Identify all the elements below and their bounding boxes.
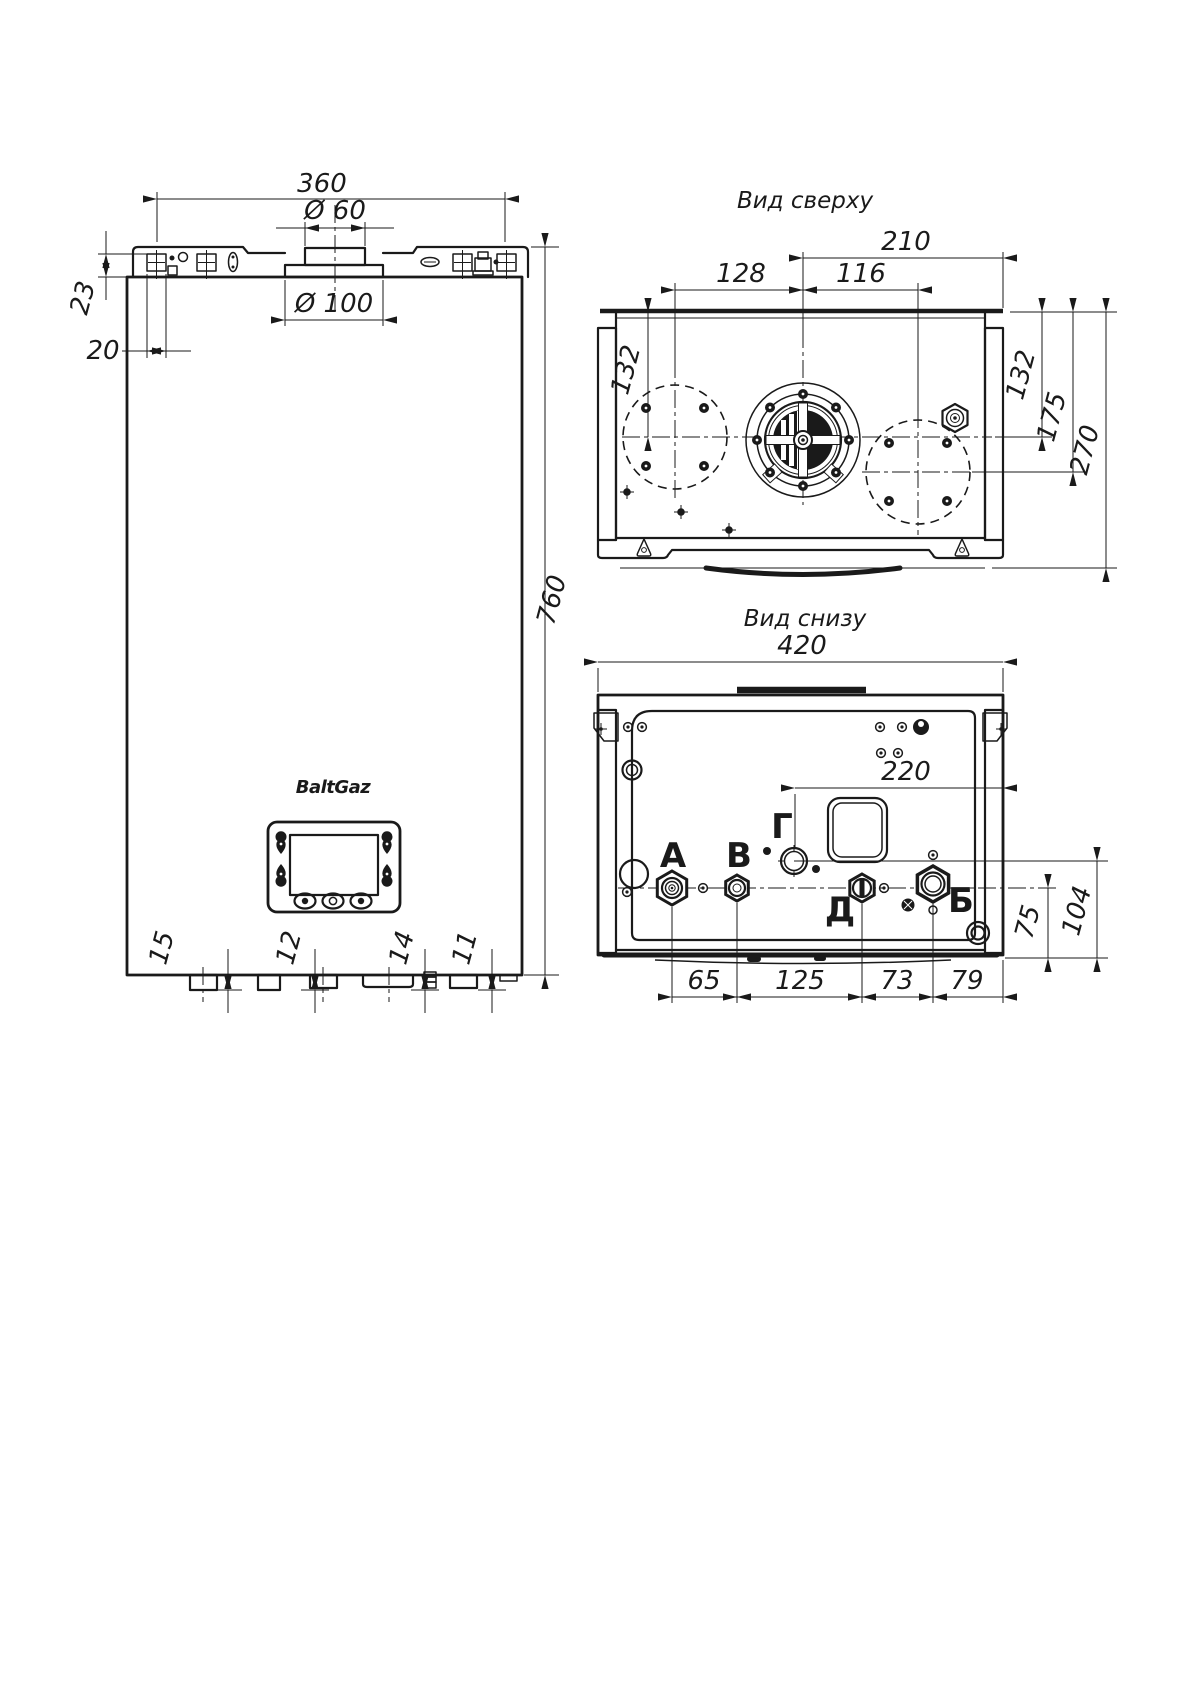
top-valve: [474, 257, 492, 272]
temp-down-button-right[interactable]: [381, 831, 393, 854]
bottom-view-title: Вид снизу: [744, 606, 867, 632]
svg-text:Ø 100: Ø 100: [294, 289, 373, 319]
flue-flange: [745, 382, 861, 498]
right-rail-bottom: [983, 708, 1005, 955]
left-corner-bracket: [593, 712, 619, 742]
condensate-outlet: [965, 920, 991, 946]
dim-pipe-protrusions: 15 12 14 11: [144, 928, 506, 1013]
dim-210: 210: [789, 227, 1017, 330]
dim-116: 116: [789, 259, 932, 294]
dim-flue-outer: Ø 100: [271, 280, 397, 326]
svg-text:220: 220: [881, 757, 931, 787]
svg-text:125: 125: [775, 966, 825, 996]
svg-text:360: 360: [297, 169, 347, 199]
dim-104: 104: [1056, 847, 1101, 972]
svg-text:210: 210: [881, 227, 931, 257]
right-rail: [983, 326, 1005, 542]
bottom-view-body: [593, 686, 1008, 965]
svg-text:11: 11: [447, 928, 485, 968]
bottom-view: Вид снизу 420: [584, 606, 1108, 1003]
svg-text:Ø 60: Ø 60: [303, 196, 366, 226]
svg-text:175: 175: [1031, 389, 1073, 445]
svg-text:760: 760: [531, 572, 573, 628]
dim-height: 760: [524, 233, 573, 989]
label-b: В: [726, 836, 752, 876]
label-g: Г: [771, 807, 793, 847]
dim-220: 220: [781, 757, 1017, 848]
display-screen: [288, 833, 380, 897]
front-body-outline: [125, 275, 524, 977]
svg-text:104: 104: [1056, 883, 1098, 939]
label-b2: Б: [948, 881, 974, 921]
keyhole-slot: [227, 251, 239, 273]
brand-logo: BaltGaz: [296, 777, 372, 798]
label-a: А: [660, 836, 687, 876]
inner-panel: [630, 709, 977, 942]
svg-text:128: 128: [716, 259, 766, 289]
svg-text:23: 23: [65, 278, 103, 318]
panel-frame: [266, 820, 402, 914]
flue-collar-base: [283, 263, 385, 279]
front-view: BaltGaz: [65, 169, 573, 1013]
top-view-body: [596, 308, 1005, 577]
bottom-view-small-holes: [621, 719, 929, 781]
connection-b-dhw: [724, 873, 750, 903]
hex-fitting-top: [941, 402, 969, 434]
label-d: Д: [825, 890, 855, 930]
connection-b2-heating-return: [915, 863, 951, 905]
top-view-title: Вид сверху: [737, 188, 874, 214]
front-top-plate: [131, 205, 530, 312]
temp-down-button-left[interactable]: [275, 831, 287, 854]
dim-bracket-hole: 20: [86, 274, 191, 366]
dim-top-offset: 23: [65, 231, 147, 318]
svg-text:20: 20: [86, 336, 119, 366]
temp-up-button-left[interactable]: [275, 864, 287, 887]
left-knockout-circle: [622, 384, 728, 490]
control-panel: [266, 820, 402, 914]
svg-text:75: 75: [1010, 902, 1048, 942]
svg-text:15: 15: [144, 928, 182, 968]
svg-text:12: 12: [271, 928, 309, 968]
connection-a-heating: [655, 869, 689, 907]
connection-g-gas: [778, 845, 810, 877]
front-bottom-pipes: [188, 967, 518, 1002]
right-corner-bracket: [982, 712, 1008, 742]
svg-text:132: 132: [605, 342, 647, 398]
top-view-rivets: [619, 484, 737, 538]
temp-up-button-right[interactable]: [381, 864, 393, 887]
right-knockout-circle: [865, 419, 971, 525]
relief-valve-outlet: [618, 858, 650, 890]
dim-128: 128: [661, 259, 919, 412]
connection-d-dhw-inlet: [848, 872, 876, 904]
bracket-keyhole-right: [954, 538, 970, 557]
svg-text:420: 420: [777, 631, 827, 661]
dim-chain-bottom: 65 125 73 79: [658, 903, 1017, 1003]
bottom-bracket: [596, 538, 1005, 560]
left-rail-bottom: [596, 708, 618, 955]
bracket-keyhole-left: [636, 538, 652, 557]
svg-text:79: 79: [950, 966, 983, 996]
dim-flue-inner: Ø 60: [276, 196, 394, 246]
svg-text:132: 132: [1000, 347, 1042, 403]
svg-text:14: 14: [384, 928, 422, 968]
reset-button[interactable]: [349, 892, 373, 910]
left-opening: [621, 759, 643, 781]
oval-slot: [420, 256, 440, 268]
mode-button[interactable]: [293, 892, 317, 910]
front-panel-curve: [703, 565, 903, 577]
front-bracket-details: [146, 250, 517, 279]
dim-mount-width: 360: [143, 169, 519, 242]
svg-text:116: 116: [836, 259, 886, 289]
air-intake-opening: [826, 796, 889, 864]
svg-text:270: 270: [1064, 422, 1106, 478]
svg-text:65: 65: [687, 966, 720, 996]
top-view: Вид сверху: [596, 188, 1117, 582]
svg-text:73: 73: [880, 966, 913, 996]
bottom-connections: [618, 796, 1108, 946]
power-button[interactable]: [321, 892, 345, 910]
dim-420: 420: [584, 631, 1017, 692]
